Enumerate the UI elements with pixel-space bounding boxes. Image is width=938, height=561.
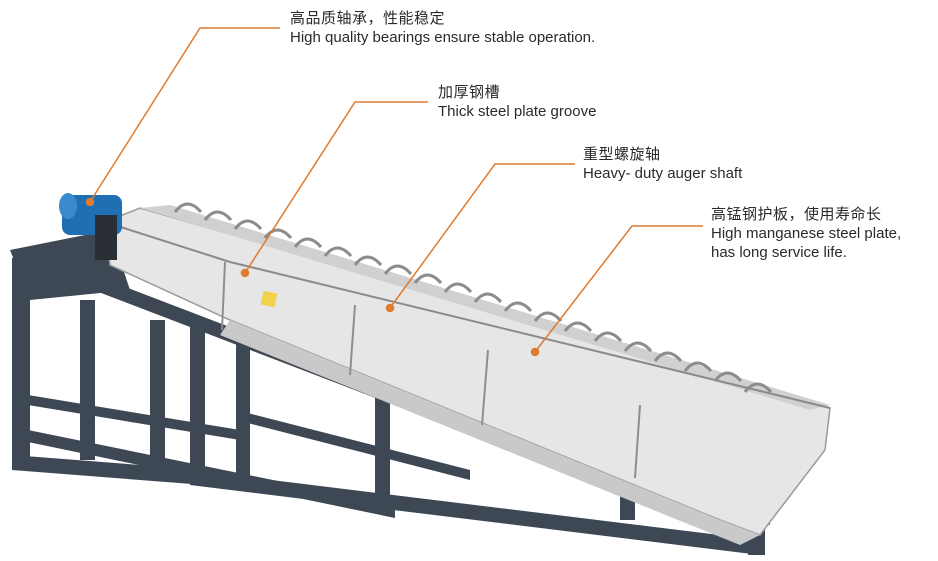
leader-line-shaft xyxy=(389,163,575,309)
callout-bearings: 高品质轴承，性能稳定 High quality bearings ensure … xyxy=(290,10,595,48)
callout-shaft-zh: 重型螺旋轴 xyxy=(583,146,661,163)
callout-plate-en-line2: has long service life. xyxy=(711,243,847,261)
callout-shaft: 重型螺旋轴 Heavy- duty auger shaft xyxy=(583,146,742,184)
leader-dot-shaft xyxy=(385,303,395,313)
leader-lines xyxy=(85,27,703,357)
auger-shaft xyxy=(173,202,773,394)
leader-dot-groove xyxy=(240,268,250,278)
callout-groove: 加厚钢槽 Thick steel plate groove xyxy=(438,84,596,122)
callout-bearings-zh: 高品质轴承，性能稳定 xyxy=(290,10,446,27)
callout-groove-zh: 加厚钢槽 xyxy=(438,84,501,101)
leader-dot-plate xyxy=(530,347,540,357)
callout-plate-zh: 高锰钢护板，使用寿命长 xyxy=(711,206,882,223)
callout-bearings-en: High quality bearings ensure stable oper… xyxy=(290,28,596,46)
callout-groove-en: Thick steel plate groove xyxy=(438,102,597,120)
motor-bearing xyxy=(59,193,122,260)
callout-plate: 高锰钢护板，使用寿命长 High manganese steel plate, … xyxy=(711,206,936,262)
callout-plate-en-line1: High manganese steel plate, xyxy=(711,224,902,242)
leader-line-plate xyxy=(534,225,703,353)
leader-line-groove xyxy=(244,101,428,274)
leader-dot-bearing xyxy=(85,197,95,207)
callout-shaft-en: Heavy- duty auger shaft xyxy=(583,164,743,182)
leader-line-bearing xyxy=(89,27,280,203)
